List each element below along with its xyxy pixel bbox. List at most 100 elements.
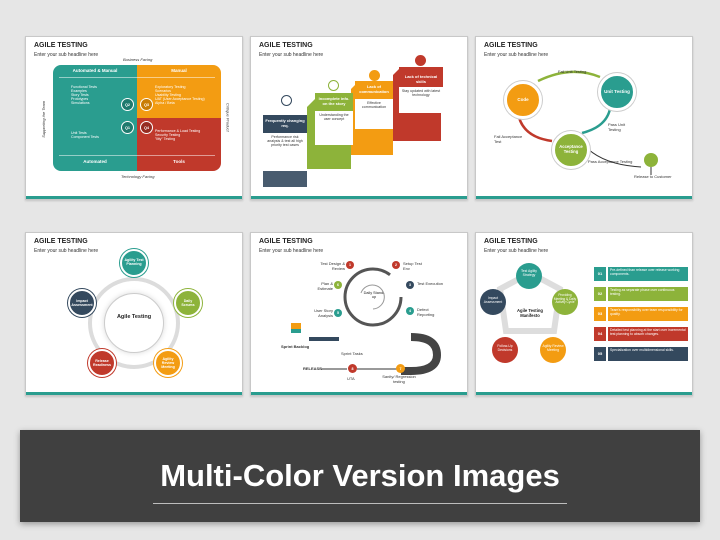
slide-title: AGILE TESTING: [34, 42, 88, 49]
step-badge: 1: [346, 261, 354, 269]
slide-subtitle: Enter your sub headline here: [34, 248, 99, 254]
slide-title: AGILE TESTING: [484, 42, 538, 49]
step-card: Frequently changing req. Performance ris…: [263, 115, 307, 171]
step-badge: 8: [348, 364, 357, 373]
step-icon: [369, 70, 380, 81]
node-release-readiness: Release Readiness: [88, 349, 116, 377]
quadrant-item: Component Tests: [71, 135, 99, 139]
quadrant-item: Prototypes: [71, 97, 89, 101]
slide-subtitle: Enter your sub headline here: [484, 52, 549, 58]
step-badge: 6: [334, 281, 342, 289]
list-item: 05 Specialization over multidimensional …: [594, 347, 688, 361]
person-icon: [644, 153, 658, 167]
node-test-planning: Agility Test Planning: [120, 249, 148, 277]
axis-left-label: Supporting the Team: [41, 100, 47, 138]
list-item: 01 Pre-defined than release over release…: [594, 267, 688, 281]
slide-cycle[interactable]: AGILE TESTING Enter your sub headline he…: [475, 36, 693, 200]
quadrant-q2: Automated & Manual Functional Tests Exam…: [53, 65, 137, 118]
step-card: Incomplete info. on the story Understand…: [315, 93, 353, 145]
quadrant-item: Usability Testing: [155, 93, 181, 97]
slide-quadrants[interactable]: AGILE TESTING Enter your sub headline he…: [25, 36, 243, 200]
quadrant-item: Security Testing: [155, 133, 181, 137]
step-card: Lack of communication Effective communic…: [355, 81, 393, 129]
banner-title: Multi-Color Version Images: [160, 458, 560, 493]
label-release: Release to Customer: [634, 174, 672, 179]
hex-node: Agility Review Meeting: [540, 337, 566, 363]
label-pass-acceptance: Pass Acceptance Testing: [588, 159, 633, 164]
center-node: Agile Testing: [104, 293, 164, 353]
slide-title: AGILE TESTING: [484, 238, 538, 245]
step-badge: 5: [334, 309, 342, 317]
sprint-tasks-label: Sprint Tasks: [341, 351, 363, 356]
step-badge: 3: [406, 281, 414, 289]
quadrant-badge: Q2: [121, 98, 134, 111]
slide-subtitle: Enter your sub headline here: [259, 248, 324, 254]
slide-title: AGILE TESTING: [259, 238, 313, 245]
node-impact-assessment: Impact Assessment: [68, 289, 96, 317]
list-item: 04 Detailed test planning at the start o…: [594, 327, 688, 341]
quadrant-item: Functional Tests: [71, 85, 97, 89]
banner: Multi-Color Version Images: [20, 430, 700, 522]
slide-sprint-cycle[interactable]: AGILE TESTING Enter your sub headline he…: [250, 232, 468, 396]
quadrant-item: "ility" Testing: [155, 137, 176, 141]
step-card: Lack of technical skills Stay updated wi…: [399, 67, 443, 113]
center-label: Daily Stand-up: [363, 291, 385, 300]
quadrant-item: Alpha / Beta: [155, 101, 175, 105]
quadrant-item: UAT (User Acceptance Testing): [155, 97, 205, 101]
release-label: RELEASE: [303, 366, 322, 371]
step-icon: [281, 95, 292, 106]
step-badge: 4: [406, 307, 414, 315]
hex-node: Follow-Up Decisions: [492, 337, 518, 363]
slide-radial[interactable]: AGILE TESTING Enter your sub headline he…: [25, 232, 243, 396]
label-pass-unit: Pass Unit Testing: [608, 122, 626, 132]
list-item: 03 Team's responsibility over team respo…: [594, 307, 688, 321]
node-code: Code: [504, 81, 542, 119]
step-badge: 2: [392, 261, 400, 269]
manifesto-ring: [496, 269, 564, 334]
slide-title: AGILE TESTING: [34, 238, 88, 245]
quadrant-item: Exploratory Testing: [155, 85, 186, 89]
step-badge: 7: [396, 364, 405, 373]
quadrant-badge: Q3: [140, 98, 153, 111]
quadrant-header: Automated: [83, 159, 107, 164]
hex-node: Providing Meeting & Daily Activity Cycle: [552, 289, 578, 315]
hex-node: Impact Assessment: [480, 289, 506, 315]
quadrant-item: Scenarios: [155, 89, 171, 93]
node-daily-scrums: Daily Scrums: [174, 289, 202, 317]
sprint-arrows: [291, 267, 442, 375]
hex-node: Test Agility Strategy: [516, 263, 542, 289]
quadrant-item: Unit Tests: [71, 131, 87, 135]
node-review-meeting: Agility Review Meeting: [154, 349, 182, 377]
axis-right-label: Critique Product: [225, 102, 231, 132]
slide-subtitle: Enter your sub headline here: [34, 52, 99, 58]
slide-subtitle: Enter your sub headline here: [259, 52, 324, 58]
quadrant-item: Simulations: [71, 101, 90, 105]
axis-bottom-label: Technology Facing: [121, 174, 155, 179]
banner-divider: [153, 503, 567, 504]
radial-ring: [88, 277, 180, 369]
node-acceptance-testing: Acceptance Testing: [552, 131, 590, 169]
quadrant-badge: Q4: [140, 121, 153, 134]
axis-top-label: Business Facing: [123, 57, 153, 62]
quadrant-item: Story Tests: [71, 93, 89, 97]
slide-manifesto[interactable]: AGILE TESTING Enter your sub headline he…: [475, 232, 693, 396]
quadrant-badge: Q1: [121, 121, 134, 134]
quadrant-item: Performance & Load Testing: [155, 129, 201, 133]
label-fail-unit: Fail Unit Testing: [558, 69, 587, 74]
quadrant-header: Manual: [171, 68, 187, 73]
slide-subtitle: Enter your sub headline here: [484, 248, 549, 254]
slide-title: AGILE TESTING: [259, 42, 313, 49]
quadrant-header: Tools: [173, 159, 185, 164]
sprint-backlog-label: Sprint Backlog: [281, 344, 310, 349]
step-icon: [328, 80, 339, 91]
quadrant-header: Automated & Manual: [72, 68, 118, 73]
quadrant-q3: Manual Exploratory Testing Scenarios Usa…: [137, 65, 221, 118]
list-item: 02 Testing as separate phase over contin…: [594, 287, 688, 301]
quadrant-item: Examples: [71, 89, 87, 93]
label-fail-acceptance: Fail Acceptance Test: [494, 134, 523, 144]
center-label: Agile Testing Manifesto: [517, 308, 543, 318]
step-icon: [415, 55, 426, 66]
quadrant-q1: Q1 Unit Tests Component Tests Automated: [53, 118, 137, 171]
quadrant-q4: Q4 Performance & Load Testing Security T…: [137, 118, 221, 171]
slide-staircase[interactable]: AGILE TESTING Enter your sub headline he…: [250, 36, 468, 200]
